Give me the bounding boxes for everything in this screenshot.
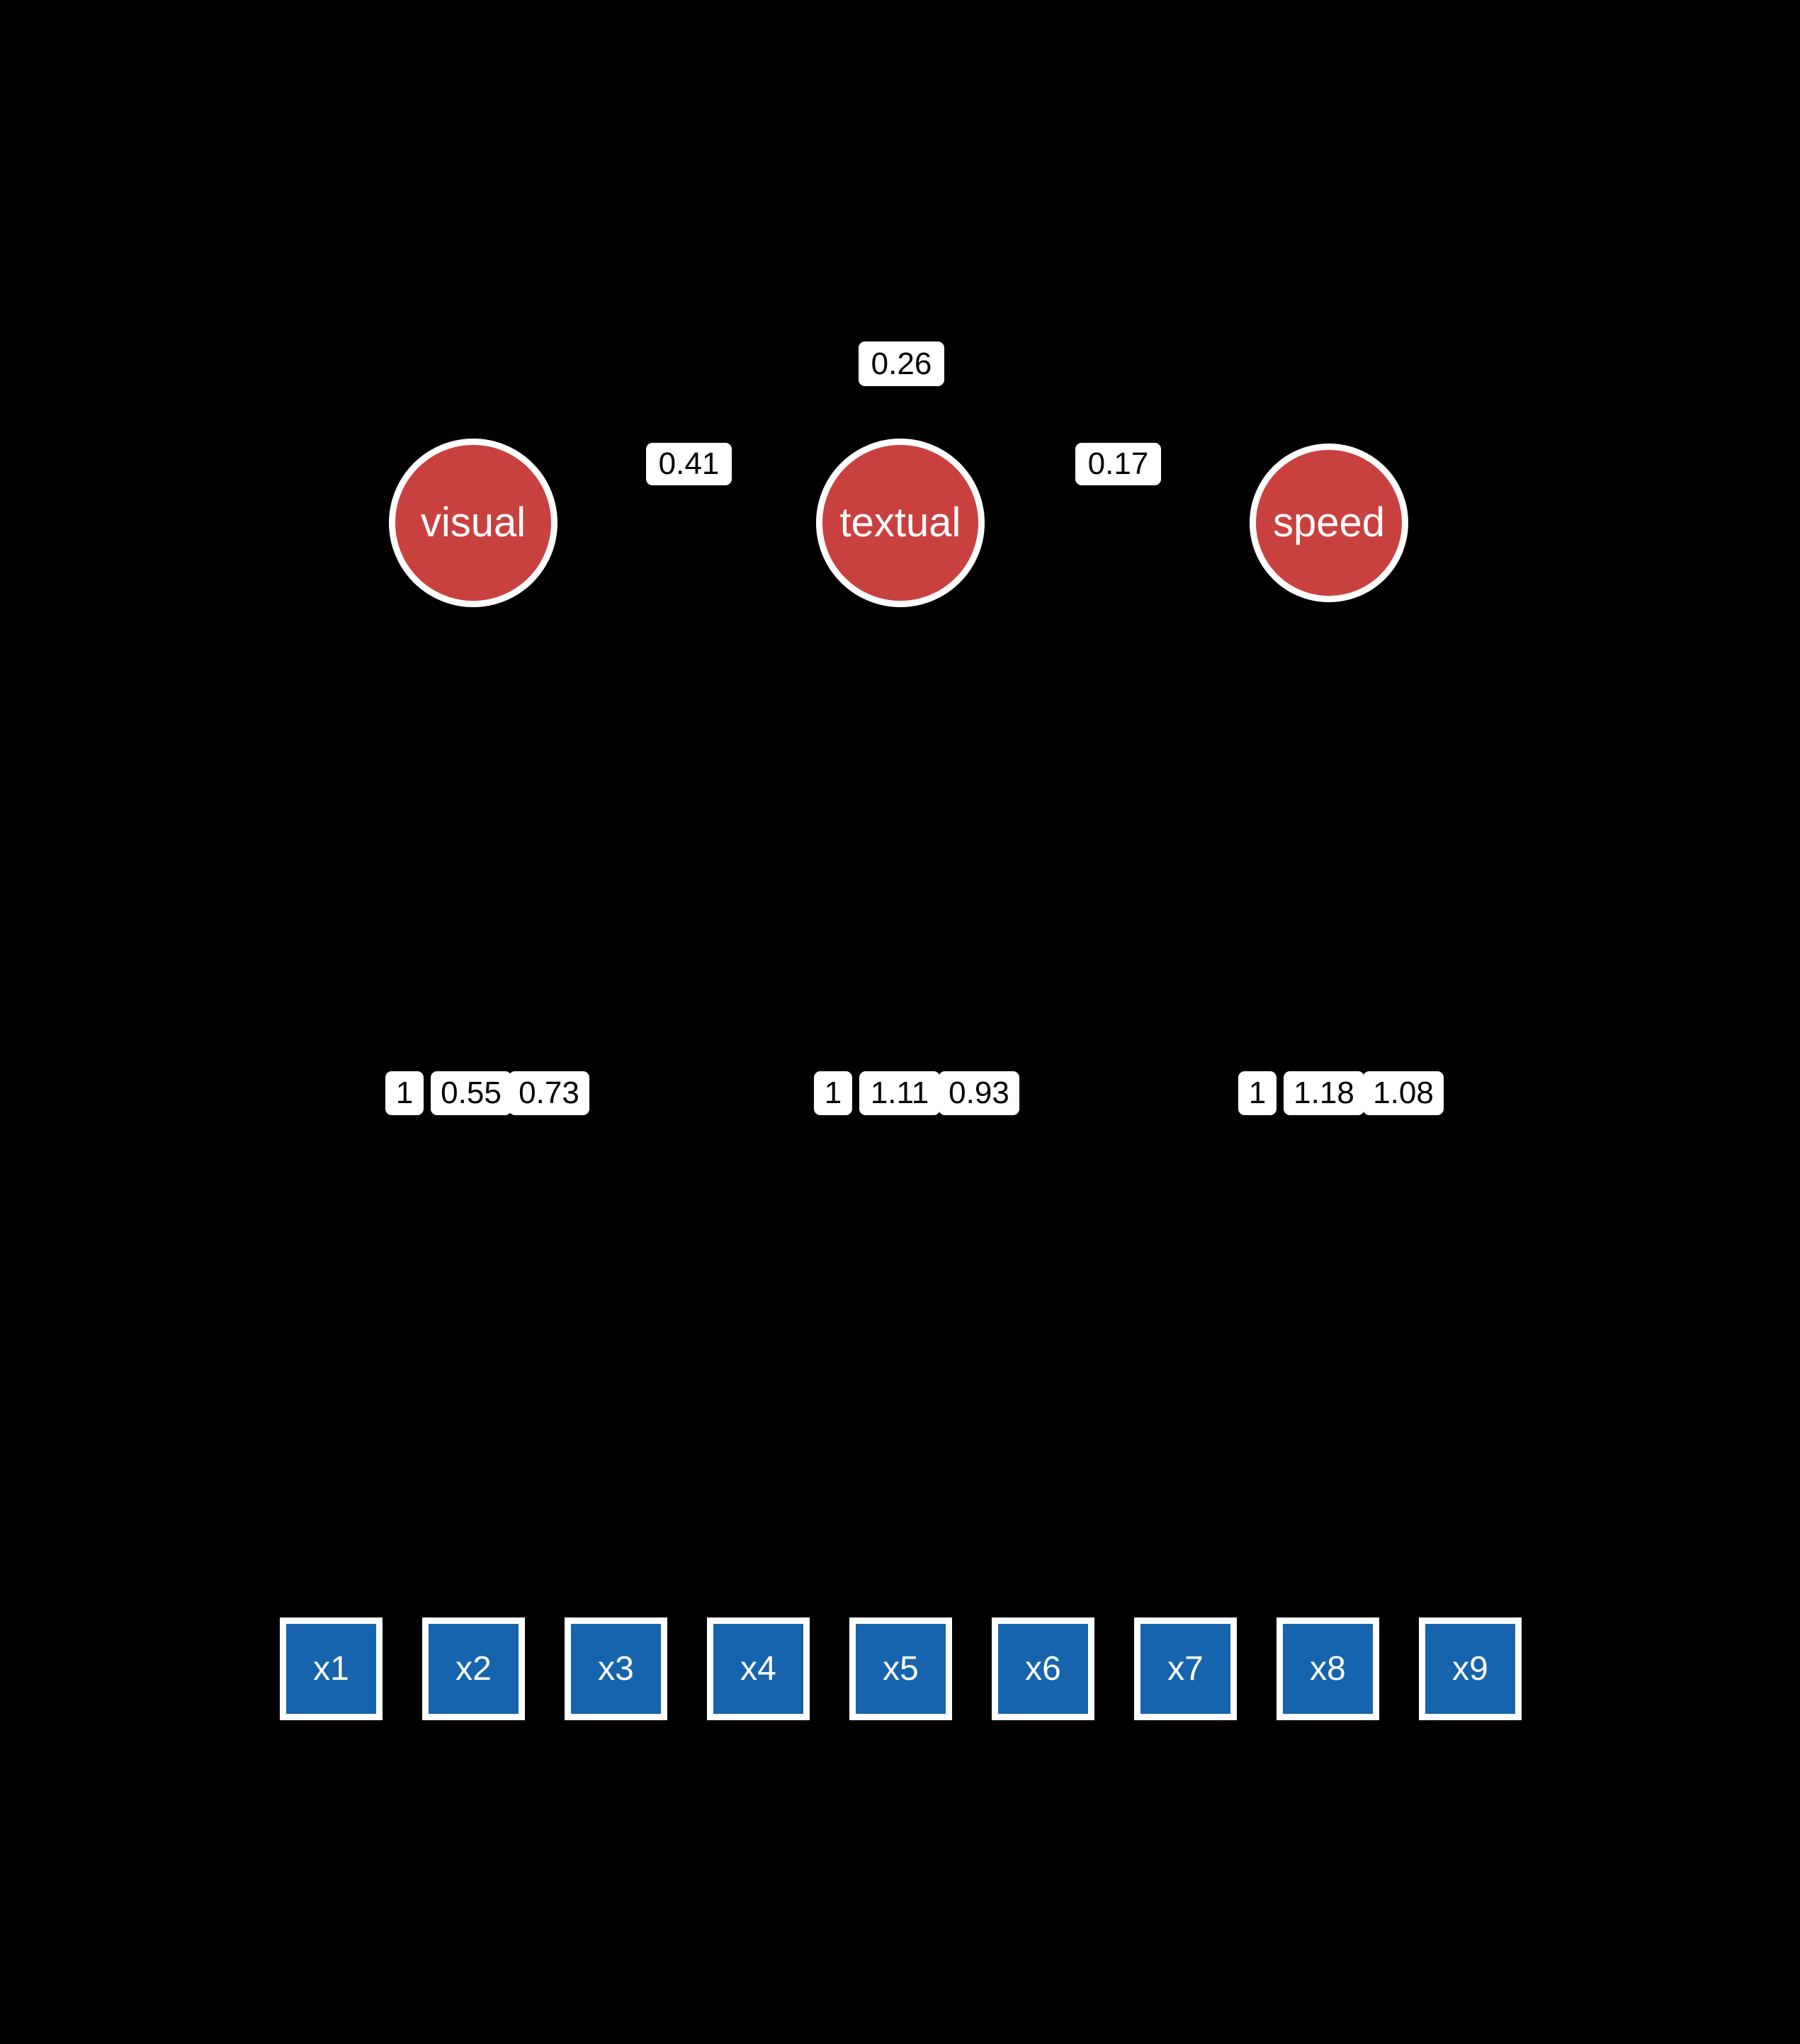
loading-value-textual-x4: 1 bbox=[824, 1075, 842, 1110]
manifest-node-x5[interactable]: x5 bbox=[849, 1617, 952, 1720]
latent-label-textual: textual bbox=[839, 499, 961, 546]
covariance-label-visual-textual[interactable]: 0.41 bbox=[646, 443, 732, 485]
loading-label-speed-x8[interactable]: 1.18 bbox=[1284, 1071, 1364, 1115]
covariance-label-visual-speed[interactable]: 0.26 bbox=[859, 341, 944, 386]
loading-label-speed-x9[interactable]: 1.08 bbox=[1363, 1071, 1444, 1115]
manifest-label-x4: x4 bbox=[740, 1649, 776, 1688]
latent-node-visual[interactable]: visual bbox=[389, 439, 557, 607]
manifest-label-x5: x5 bbox=[883, 1649, 919, 1688]
loading-label-visual-x1[interactable]: 1 bbox=[385, 1071, 424, 1115]
latent-label-visual: visual bbox=[420, 499, 526, 546]
manifest-node-x7[interactable]: x7 bbox=[1134, 1617, 1237, 1720]
covariance-value-visual-speed: 0.26 bbox=[871, 346, 932, 381]
manifest-node-x6[interactable]: x6 bbox=[992, 1617, 1094, 1720]
loading-value-textual-x6: 0.93 bbox=[949, 1075, 1009, 1110]
loading-label-textual-x4[interactable]: 1 bbox=[814, 1071, 852, 1115]
covariance-value-visual-textual: 0.41 bbox=[658, 446, 720, 481]
manifest-node-x2[interactable]: x2 bbox=[422, 1617, 525, 1720]
manifest-node-x3[interactable]: x3 bbox=[565, 1617, 667, 1720]
loading-value-speed-x8: 1.18 bbox=[1294, 1075, 1354, 1110]
loading-value-visual-x2: 0.55 bbox=[441, 1075, 502, 1110]
covariance-label-textual-speed[interactable]: 0.17 bbox=[1075, 443, 1161, 485]
loading-label-visual-x2[interactable]: 0.55 bbox=[431, 1071, 511, 1115]
manifest-label-x6: x6 bbox=[1025, 1649, 1061, 1688]
loading-label-speed-x7[interactable]: 1 bbox=[1238, 1071, 1277, 1115]
loading-value-speed-x9: 1.08 bbox=[1373, 1075, 1434, 1110]
manifest-label-x1: x1 bbox=[313, 1649, 349, 1688]
manifest-node-x4[interactable]: x4 bbox=[707, 1617, 810, 1720]
manifest-label-x3: x3 bbox=[598, 1649, 634, 1688]
latent-node-speed[interactable]: speed bbox=[1250, 444, 1408, 602]
loading-label-textual-x6[interactable]: 0.93 bbox=[939, 1071, 1019, 1115]
latent-label-speed: speed bbox=[1272, 499, 1386, 546]
manifest-node-x8[interactable]: x8 bbox=[1277, 1617, 1379, 1720]
loading-value-speed-x7: 1 bbox=[1248, 1075, 1267, 1110]
manifest-label-x8: x8 bbox=[1310, 1649, 1346, 1688]
manifest-node-x9[interactable]: x9 bbox=[1419, 1617, 1522, 1720]
loading-value-visual-x1: 1 bbox=[395, 1075, 414, 1110]
manifest-label-x2: x2 bbox=[455, 1649, 492, 1688]
loading-value-visual-x3: 0.73 bbox=[519, 1075, 579, 1110]
loading-label-textual-x5[interactable]: 1.11 bbox=[859, 1071, 940, 1115]
covariance-value-textual-speed: 0.17 bbox=[1087, 446, 1149, 481]
manifest-label-x9: x9 bbox=[1452, 1649, 1488, 1688]
loading-value-textual-x5: 1.11 bbox=[870, 1075, 929, 1110]
loading-label-visual-x3[interactable]: 0.73 bbox=[509, 1071, 589, 1115]
latent-node-textual[interactable]: textual bbox=[816, 439, 985, 607]
manifest-node-x1[interactable]: x1 bbox=[280, 1617, 383, 1720]
manifest-label-x7: x7 bbox=[1167, 1649, 1204, 1688]
